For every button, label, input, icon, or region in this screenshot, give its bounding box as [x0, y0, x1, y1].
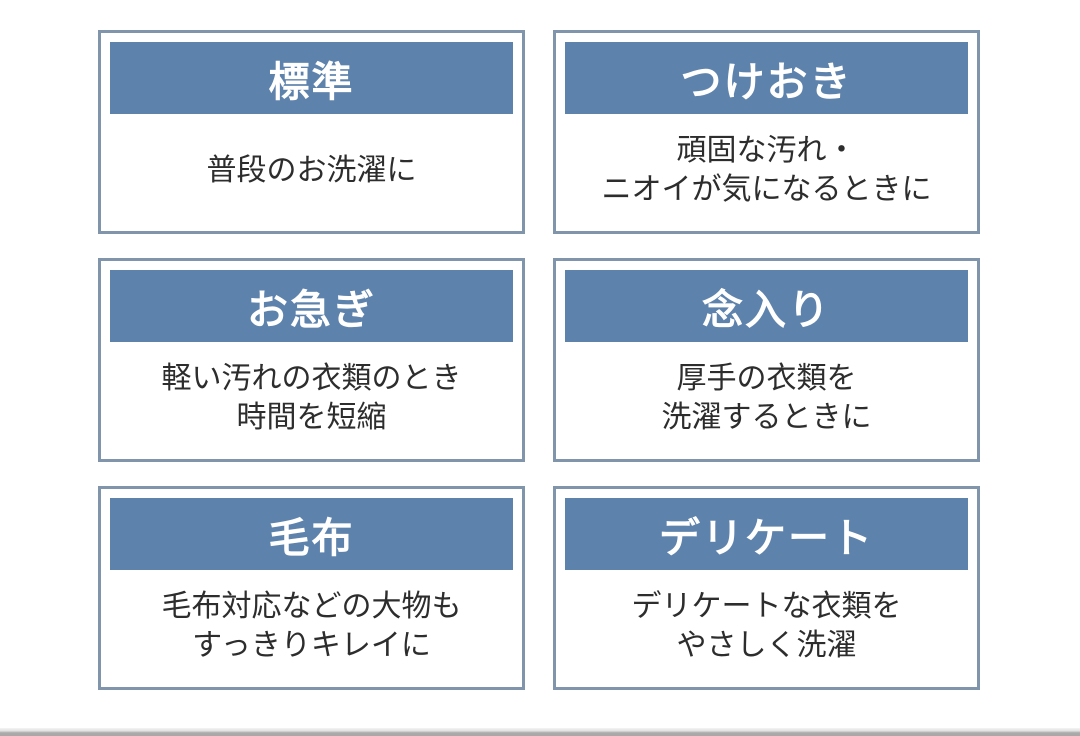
course-description: 毛布対応などの大物も すっきりキレイに [161, 590, 462, 662]
bottom-edge-divider [0, 728, 1080, 736]
course-title: お急ぎ [247, 287, 376, 333]
course-title: デリケート [659, 515, 874, 561]
course-card-soak: つけおき 頑固な汚れ・ ニオイが気になるときに [553, 30, 980, 234]
course-description: 普段のお洗濯に [206, 153, 417, 187]
course-description: デリケートな衣類を やさしく洗濯 [631, 590, 902, 662]
course-title: 毛布 [268, 515, 355, 561]
course-title: つけおき [680, 59, 853, 105]
course-card-blanket: 毛布 毛布対応などの大物も すっきりキレイに [98, 486, 525, 690]
course-title: 念入り [702, 287, 831, 333]
course-description: 頑固な汚れ・ ニオイが気になるときに [601, 134, 932, 206]
course-card-quick: お急ぎ 軽い汚れの衣類のとき 時間を短縮 [98, 258, 525, 462]
course-card-delicate: デリケート デリケートな衣類を やさしく洗濯 [553, 486, 980, 690]
course-card-thorough: 念入り 厚手の衣類を 洗濯するときに [553, 258, 980, 462]
course-title-bar: デリケート [565, 498, 968, 570]
course-description: 厚手の衣類を 洗濯するときに [661, 362, 872, 434]
course-title-bar: 標準 [110, 42, 513, 114]
course-title: 標準 [268, 59, 355, 105]
course-title-bar: お急ぎ [110, 270, 513, 342]
course-card-standard: 標準 普段のお洗濯に [98, 30, 525, 234]
course-card-grid: 標準 普段のお洗濯に つけおき 頑固な汚れ・ ニオイが気になるときに お急ぎ 軽… [98, 30, 980, 690]
course-title-bar: 毛布 [110, 498, 513, 570]
course-description: 軽い汚れの衣類のとき 時間を短縮 [161, 362, 462, 434]
course-title-bar: 念入り [565, 270, 968, 342]
course-title-bar: つけおき [565, 42, 968, 114]
